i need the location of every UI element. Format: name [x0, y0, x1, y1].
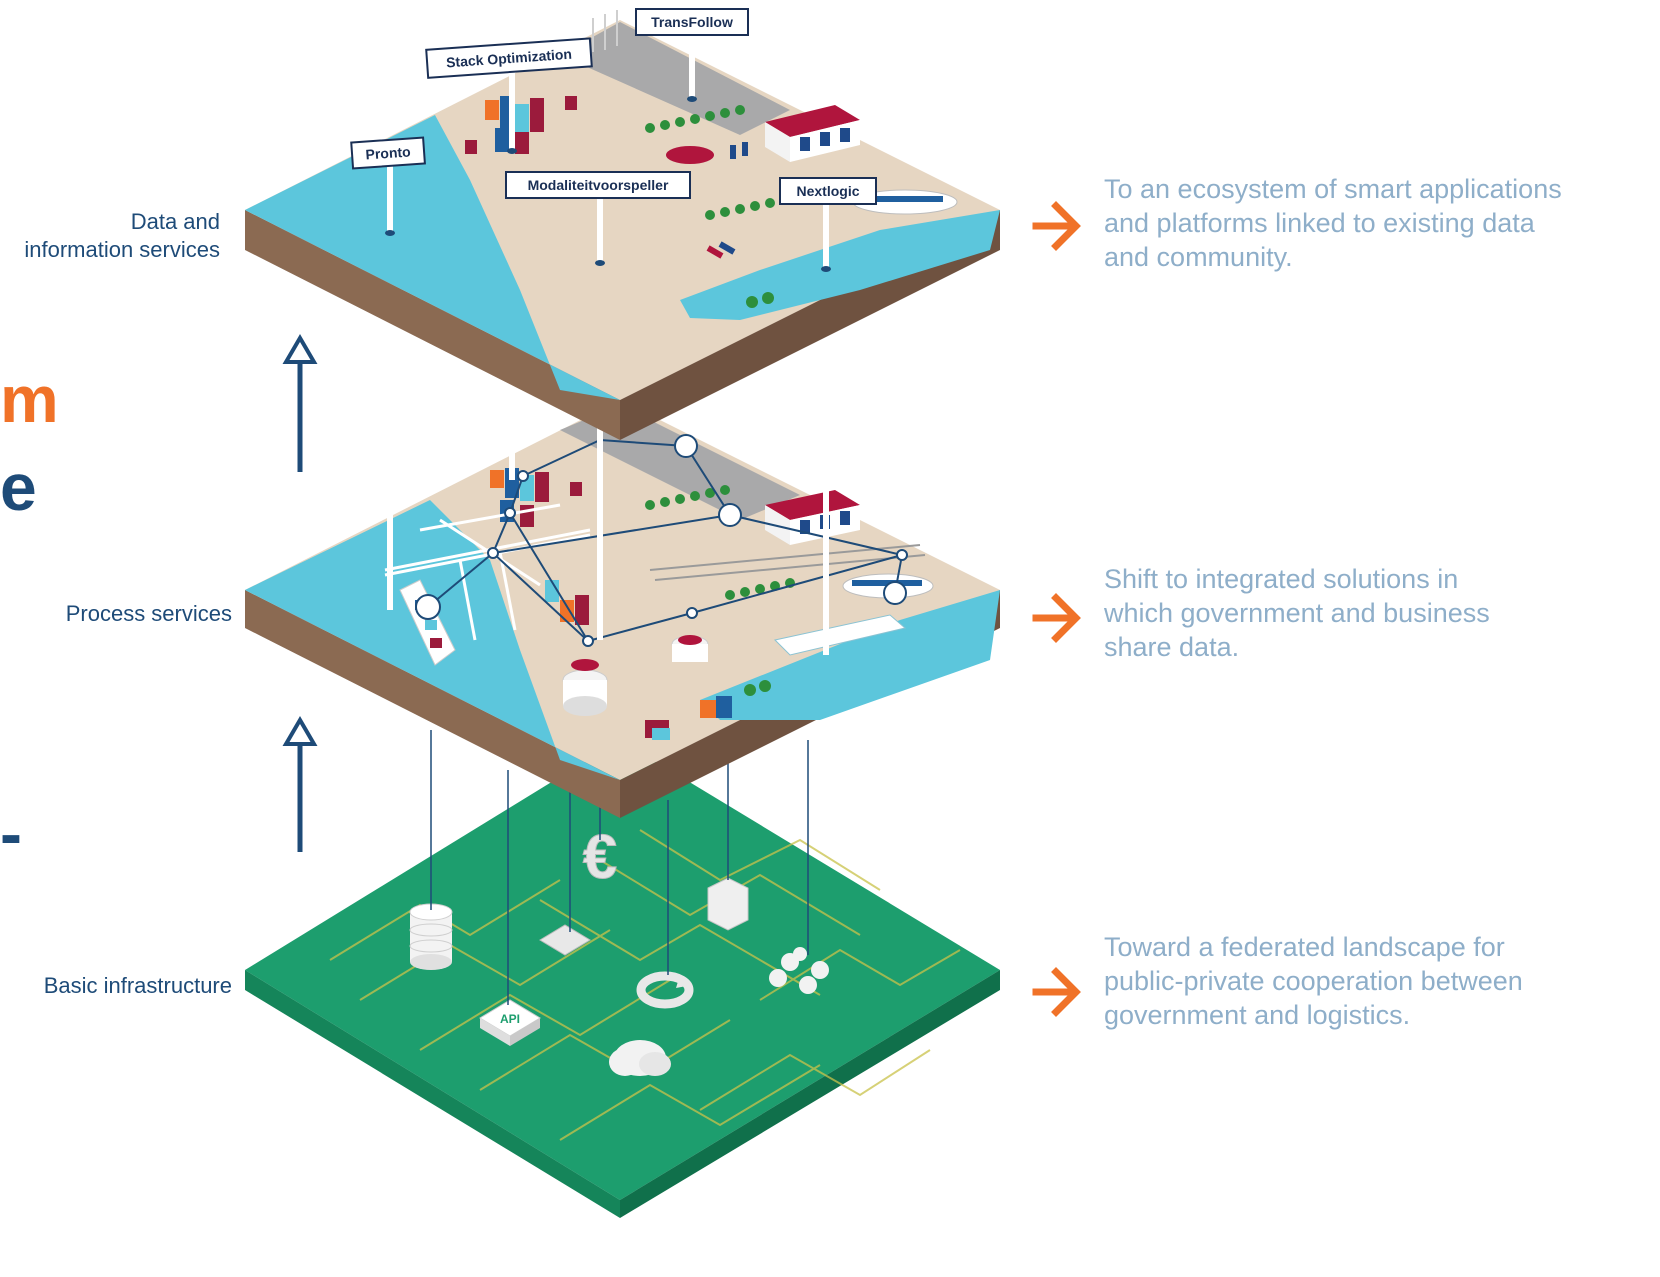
svg-text:Nextlogic: Nextlogic: [796, 183, 859, 199]
basic-infrastructure-board: API €: [245, 740, 1000, 1218]
orange-arrow-icon: [1032, 967, 1081, 1017]
layer-description-process: Shift to integrated solutions in which g…: [1104, 564, 1490, 662]
svg-text:Pronto: Pronto: [365, 143, 411, 162]
svg-text:TransFollow: TransFollow: [651, 14, 733, 30]
up-arrows: [282, 334, 318, 852]
svg-text:Modaliteitvoorspeller: Modaliteitvoorspeller: [528, 177, 669, 193]
sign-poles: [387, 30, 829, 268]
sign-pole-bases: [385, 96, 831, 272]
orange-arrow-icon: [1032, 201, 1081, 251]
api-icon: API: [479, 999, 541, 1046]
euro-icon: €: [582, 823, 617, 893]
data-services-board: [245, 10, 1000, 440]
up-arrow-icon: [282, 716, 318, 852]
layer-label-data-information: Data and information services: [24, 209, 220, 262]
chip-icon: [539, 924, 591, 956]
sign-stack-optimization: Stack Optimization: [425, 37, 593, 79]
orange-arrow-icon: [1032, 593, 1081, 643]
masts: [592, 10, 618, 52]
sign-pronto: Pronto: [350, 136, 426, 170]
layer-description-data-information: To an ecosystem of smart applications an…: [1104, 174, 1562, 272]
up-arrow-icon: [282, 334, 318, 472]
port-layers-illustration: API €: [245, 8, 1000, 1218]
sign-transfollow: TransFollow: [635, 8, 749, 36]
cut-heading-fragment: m: [0, 362, 59, 436]
cut-heading-fragment: e: [0, 450, 37, 524]
container-stack: [490, 468, 732, 740]
parked-vehicles: [706, 241, 736, 259]
sign-modaliteitvoorspeller: Modaliteitvoorspeller: [505, 171, 691, 199]
sync-icon: [636, 971, 694, 1009]
database-icon: [409, 903, 453, 970]
process-services-board: [245, 400, 1000, 818]
process-network: [427, 439, 903, 642]
svg-text:€: €: [583, 823, 617, 892]
sign-nextlogic: Nextlogic: [779, 177, 877, 205]
cut-heading-fragment: -: [0, 796, 22, 870]
network-nodes: [415, 434, 908, 647]
storage-tanks: [562, 635, 709, 716]
warehouse: [666, 105, 860, 164]
layer-description-basic-infrastructure: Toward a federated landscape for public-…: [1104, 932, 1523, 1030]
layer-label-process: Process services: [65, 601, 232, 626]
svg-text:API: API: [500, 1012, 520, 1026]
cloud-icon: [609, 1040, 671, 1076]
container-stack: [465, 96, 577, 154]
layer-label-basic-infrastructure: Basic infrastructure: [43, 973, 232, 998]
document-box-icon: [707, 877, 749, 931]
network-nodes-icon: [769, 947, 829, 994]
